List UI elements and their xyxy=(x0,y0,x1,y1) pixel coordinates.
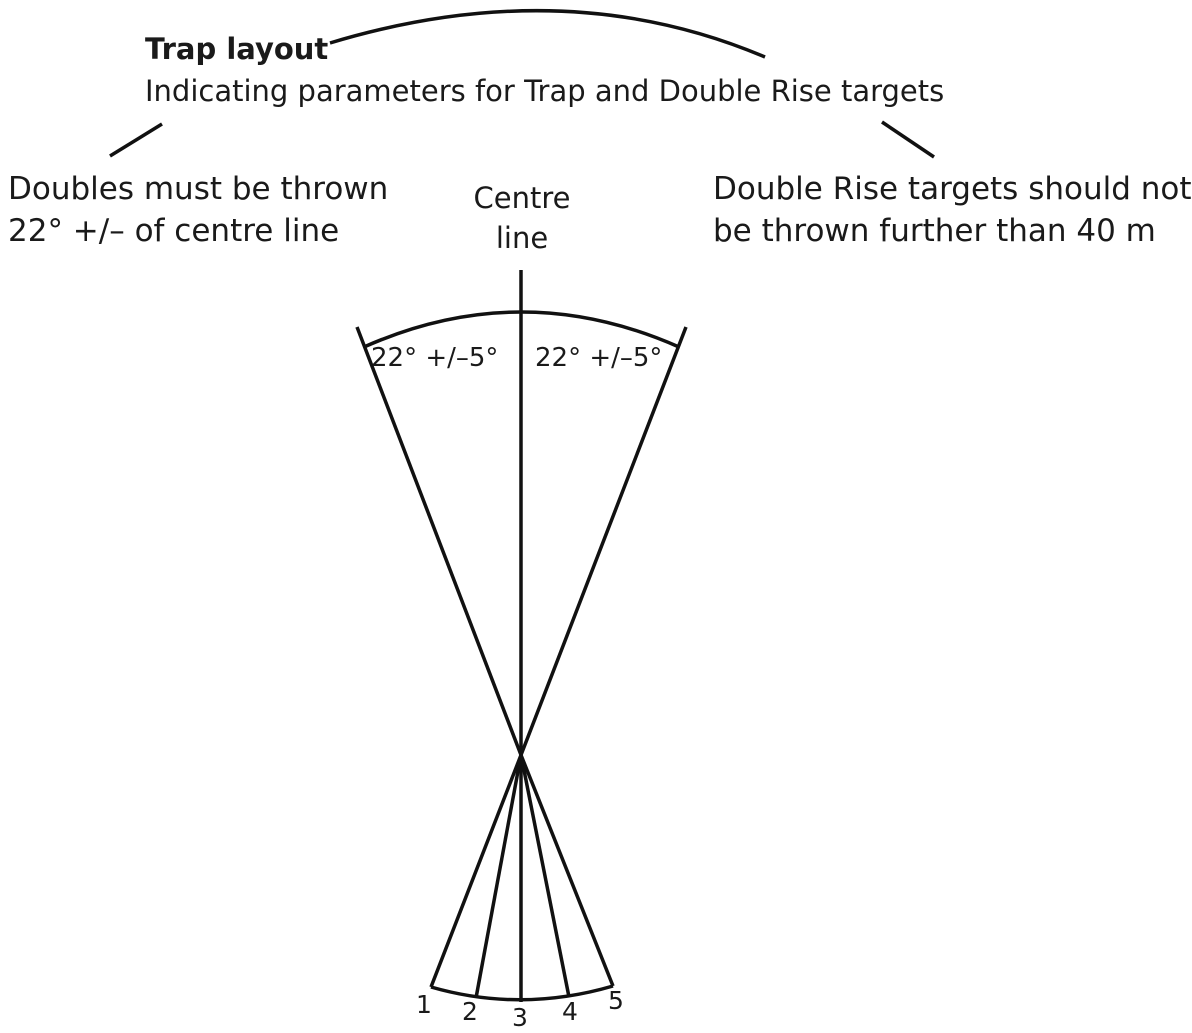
decorative-left-arc-end xyxy=(109,122,163,158)
station-5-label: 5 xyxy=(608,986,624,1015)
station-1-label: 1 xyxy=(416,990,432,1019)
distance-arc xyxy=(363,310,680,349)
station-3-label: 3 xyxy=(512,1003,528,1032)
double-rise-note-line-1: Double Rise targets should not xyxy=(713,171,1192,207)
right-angle-label: 22° +/–5° xyxy=(535,343,663,373)
left-boundary-line xyxy=(355,326,523,756)
station-4-line xyxy=(519,754,571,998)
decorative-right-arc-end xyxy=(881,120,935,159)
page-subtitle: Indicating parameters for Trap and Doubl… xyxy=(145,74,945,108)
decorative-top-arc xyxy=(329,8,766,59)
doubles-note: Doubles must be thrown 22° +/– of centre… xyxy=(8,168,388,252)
doubles-note-line-1: Doubles must be thrown xyxy=(8,171,389,207)
double-rise-note-line-2: be thrown further than 40 m xyxy=(713,213,1156,249)
centre-line-label-1: Centre xyxy=(473,181,571,215)
left-angle-label: 22° +/–5° xyxy=(371,343,499,373)
trap-layout-diagram xyxy=(109,8,935,1002)
centre-line-label-2: line xyxy=(495,221,549,255)
page-title: Trap layout xyxy=(145,32,329,66)
station-2-line xyxy=(474,754,523,999)
station-5-line xyxy=(519,754,615,987)
doubles-note-line-2: 22° +/– of centre line xyxy=(8,213,340,249)
station-1-line xyxy=(429,754,523,988)
station-4-label: 4 xyxy=(562,997,578,1026)
right-boundary-line xyxy=(519,326,688,756)
centre-line-label: Centre line xyxy=(457,178,587,258)
double-rise-note: Double Rise targets should not be thrown… xyxy=(713,168,1192,252)
station-2-label: 2 xyxy=(462,997,478,1026)
station-arc xyxy=(430,984,614,1002)
